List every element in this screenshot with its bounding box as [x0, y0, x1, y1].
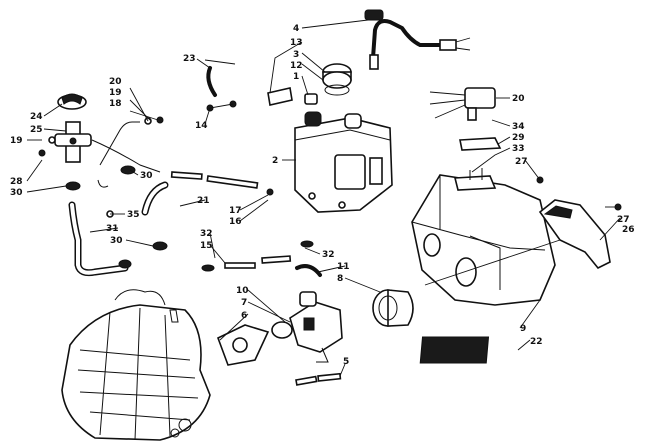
- callout-30-b: 30: [140, 171, 153, 181]
- callout-17: 17: [229, 206, 242, 216]
- callout-19-b: 19: [10, 136, 23, 146]
- callout-6: 6: [241, 311, 247, 321]
- foam-pad: [419, 336, 490, 364]
- callout-13: 13: [290, 38, 303, 48]
- thermostat-housing: [54, 93, 92, 163]
- callout-11: 11: [337, 262, 350, 272]
- callout-35: 35: [127, 210, 140, 220]
- callout-2: 2: [272, 156, 278, 166]
- leader-lines: [26, 19, 621, 377]
- hose-31: [68, 201, 129, 277]
- callout-27-b: 27: [617, 215, 630, 225]
- callout-29: 29: [512, 133, 525, 143]
- air-intake: [372, 289, 414, 327]
- callout-1: 1: [293, 72, 299, 82]
- clamps: [65, 165, 314, 272]
- callout-25: 25: [30, 125, 43, 135]
- callout-30-a: 30: [10, 188, 23, 198]
- callout-33: 33: [512, 144, 525, 154]
- callout-22: 22: [530, 337, 543, 347]
- callout-21: 21: [197, 196, 210, 206]
- callout-23: 23: [183, 54, 196, 64]
- tank-cap: [304, 63, 352, 105]
- carburetor: [216, 291, 343, 366]
- oil-level-sensor: [267, 9, 471, 106]
- callout-8: 8: [337, 274, 343, 284]
- callout-34: 34: [512, 122, 525, 132]
- callout-9: 9: [520, 324, 526, 334]
- callout-20-a: 20: [109, 77, 122, 87]
- air-silencer: [411, 174, 556, 306]
- callout-32-a: 32: [200, 229, 213, 239]
- callout-labels: 1 2 3 4 5 6 7 8 9 10 11 12 13 14 15 16 1…: [10, 24, 635, 367]
- relay: [429, 87, 502, 191]
- fuel-lines: [91, 59, 342, 386]
- callout-14: 14: [195, 121, 208, 131]
- callout-12: 12: [290, 61, 303, 71]
- callout-18: 18: [109, 99, 122, 109]
- callout-32-b: 32: [322, 250, 335, 260]
- callout-19-a: 19: [109, 88, 122, 98]
- callout-4: 4: [293, 24, 299, 34]
- callout-30-c: 30: [110, 236, 123, 246]
- callout-31: 31: [106, 224, 119, 234]
- engine: [61, 289, 211, 441]
- callout-27-a: 27: [515, 157, 528, 167]
- callout-3: 3: [293, 50, 299, 60]
- callout-16: 16: [229, 217, 242, 227]
- callout-28: 28: [10, 177, 23, 187]
- callout-20-b: 20: [512, 94, 525, 104]
- callout-26: 26: [622, 225, 635, 235]
- callout-10: 10: [236, 286, 249, 296]
- hose-21: [141, 181, 169, 216]
- callout-24: 24: [30, 112, 43, 122]
- callout-5: 5: [343, 357, 349, 367]
- callout-15: 15: [200, 241, 213, 251]
- silencer-cover: [538, 199, 611, 270]
- oil-tank: [294, 111, 393, 213]
- callout-7: 7: [241, 298, 247, 308]
